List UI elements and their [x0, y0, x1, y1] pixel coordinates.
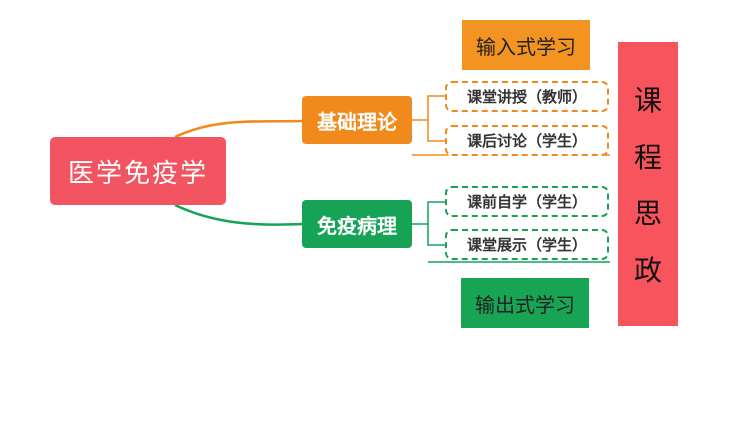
- root-to-branch2-line: [174, 203, 304, 226]
- leaf-after-class-discussion: 课后讨论（学生）: [445, 125, 609, 156]
- banner-char: 课: [633, 83, 662, 117]
- branch2-bracket: [412, 201, 446, 246]
- branch-node-basic-theory: 基础理论: [302, 96, 412, 144]
- output-learning-label: 输出式学习: [461, 278, 589, 328]
- banner-char: 政: [633, 254, 662, 288]
- leaf-classroom-presentation: 课堂展示（学生）: [445, 229, 609, 260]
- banner-char: 程: [633, 140, 662, 174]
- root-to-branch1-line: [174, 119, 304, 139]
- input-learning-label: 输入式学习: [462, 20, 590, 70]
- branch-node-immunopathology: 免疫病理: [302, 200, 412, 248]
- leaf-pre-class-self-study: 课前自学（学生）: [445, 186, 609, 217]
- root-node: 医学免疫学: [50, 137, 226, 205]
- curriculum-ideology-banner: 课 程 思 政: [618, 42, 678, 326]
- banner-char: 思: [633, 197, 662, 231]
- leaf-classroom-lecture: 课堂讲授（教师）: [445, 81, 609, 112]
- branch1-bracket: [412, 95, 446, 142]
